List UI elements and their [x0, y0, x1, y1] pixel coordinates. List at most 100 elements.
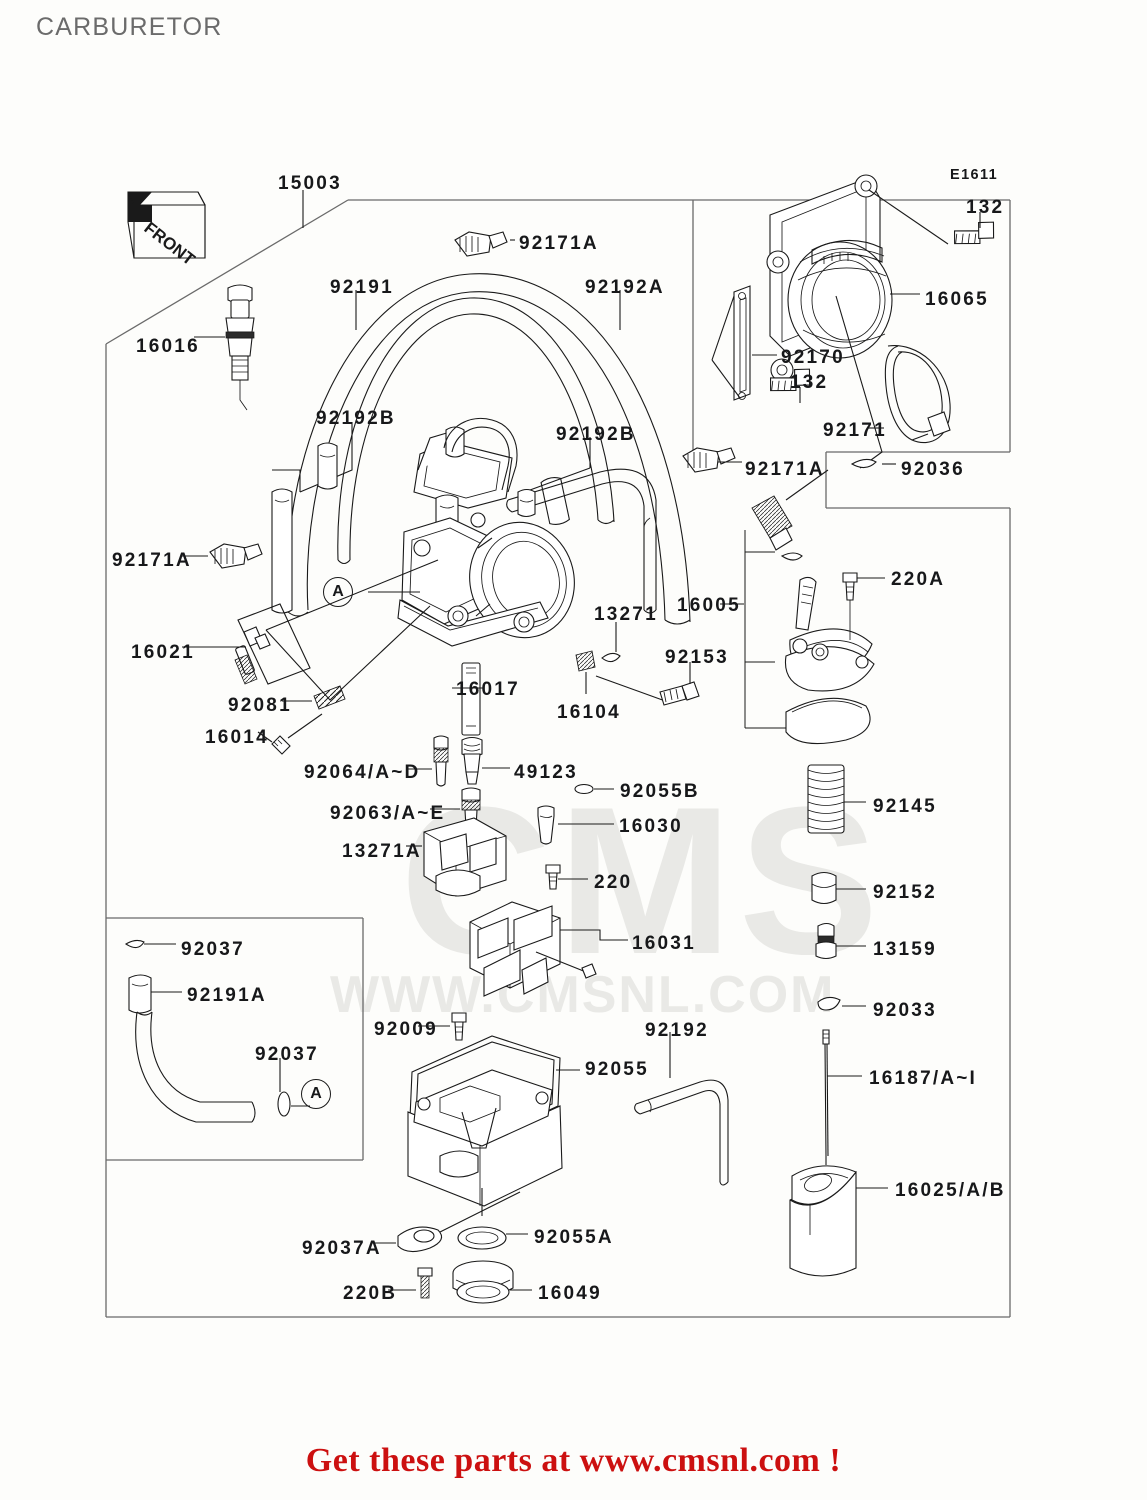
part-92081-spring	[282, 685, 346, 710]
part-16005-spring-washer	[780, 552, 803, 561]
part-16104-nut	[575, 650, 596, 694]
part-label-92037A: 92037A	[302, 1238, 382, 1259]
reference-mark-a-1: A	[323, 577, 353, 607]
part-13271-link	[595, 622, 669, 703]
part-label-16065: 16065	[925, 289, 989, 310]
part-92055A-oring	[457, 1226, 528, 1250]
float-bowl-body	[407, 1069, 563, 1216]
part-92036-clip	[850, 458, 896, 469]
part-92145-spring	[807, 764, 866, 834]
part-label-92064-A-D: 92064/A~D	[304, 762, 421, 783]
part-92192B-mid	[317, 442, 338, 490]
part-16005-screw-body	[784, 576, 875, 692]
part-label-92192: 92192	[645, 1020, 709, 1041]
part-label-16025-A-B: 16025/A/B	[895, 1180, 1006, 1201]
part-label-92055A: 92055A	[534, 1227, 614, 1248]
part-label-220A: 220A	[891, 569, 946, 590]
part-label-16005: 16005	[677, 595, 741, 616]
part-label-92037: 92037	[181, 939, 245, 960]
reference-mark-a-2-text: A	[310, 1085, 322, 1102]
part-92192B-right	[529, 437, 591, 525]
part-label-16014: 16014	[205, 727, 269, 748]
part-label-15003: 15003	[278, 173, 342, 194]
part-label-16049: 16049	[538, 1283, 602, 1304]
part-label-E1611: E1611	[950, 167, 999, 183]
part-label-92171A: 92171A	[519, 233, 599, 254]
part-label-132: 132	[966, 197, 1005, 218]
part-label-92171A: 92171A	[112, 550, 192, 571]
part-49123-emulsion-tube	[461, 736, 510, 785]
front-direction-marker: FRONT	[127, 191, 206, 270]
part-label-16187-A-I: 16187/A~I	[869, 1068, 978, 1089]
part-label-16021: 16021	[131, 642, 195, 663]
part-92055B-oring	[574, 783, 614, 795]
part-label-92170: 92170	[781, 347, 845, 368]
part-label-92037: 92037	[255, 1044, 319, 1065]
part-92033-ring	[817, 996, 866, 1011]
part-label-92009: 92009	[374, 1019, 438, 1040]
part-label-92191A: 92191A	[187, 985, 267, 1006]
part-92192-drain-hose	[634, 1032, 729, 1186]
part-label-13159: 13159	[873, 939, 937, 960]
part-16025-throttle-slide	[789, 1165, 888, 1277]
page-title: CARBURETOR	[36, 13, 223, 41]
part-label-92036: 92036	[901, 459, 965, 480]
part-label-16104: 16104	[557, 702, 621, 723]
part-92152-collar	[811, 871, 866, 905]
part-92171A-left	[180, 543, 263, 569]
footer-promo-text: Get these parts at www.cmsnl.com !	[305, 1442, 842, 1479]
part-13159-adjuster	[815, 922, 866, 960]
carb-top-bracket	[443, 418, 518, 493]
part-16016	[194, 284, 255, 411]
part-220-screw	[545, 864, 588, 890]
part-label-220B: 220B	[343, 1283, 398, 1304]
part-16017-tube	[452, 662, 484, 736]
part-16030-needle-valve	[537, 805, 614, 845]
part-label-92192B: 92192B	[316, 408, 396, 429]
hose-elbow-upper	[506, 468, 657, 614]
part-92171-clamp-band	[868, 345, 951, 444]
part-16021	[182, 603, 311, 685]
part-label-92055: 92055	[585, 1059, 649, 1080]
part-label-132: 132	[790, 372, 829, 393]
part-92171A-middle	[682, 447, 742, 473]
carburetor-body	[265, 426, 575, 701]
part-92171A-top	[454, 231, 515, 257]
part-label-49123: 49123	[514, 762, 578, 783]
part-16005-pilot-screw	[751, 469, 829, 551]
reference-mark-a-1-text: A	[332, 583, 344, 600]
reference-mark-a-2: A	[301, 1079, 331, 1109]
part-label-16017: 16017	[456, 679, 520, 700]
part-label-92192A: 92192A	[585, 277, 665, 298]
part-label-92153: 92153	[665, 647, 729, 668]
part-label-220: 220	[594, 872, 633, 893]
part-label-92171: 92171	[823, 420, 887, 441]
part-16187-jet-needle	[822, 1029, 862, 1165]
part-label-92192B: 92192B	[556, 424, 636, 445]
part-92037A-plate	[372, 1191, 521, 1253]
part-16005-gasket	[785, 697, 871, 745]
part-220B-screw	[388, 1267, 433, 1299]
part-label-16031: 16031	[632, 933, 696, 954]
part-92153-bolt	[659, 662, 700, 706]
group-16005-bracket	[720, 530, 790, 729]
part-132-mid-bolt	[769, 368, 811, 403]
part-92191A-hose	[128, 974, 256, 1123]
part-92064-needle-jet	[406, 735, 449, 787]
part-label-92171A: 92171A	[745, 459, 825, 480]
part-label-92033: 92033	[873, 1000, 937, 1021]
part-label-13271A: 13271A	[342, 841, 422, 862]
part-label-92152: 92152	[873, 882, 937, 903]
part-label-13271: 13271	[594, 604, 658, 625]
part-label-92063-A-E: 92063/A~E	[330, 803, 446, 824]
part-16049-drain-plug	[452, 1260, 532, 1304]
part-92009-screw	[418, 1012, 467, 1041]
part-92063-main-jet	[430, 787, 481, 829]
part-92192B-left	[271, 422, 353, 614]
part-label-92191: 92191	[330, 277, 394, 298]
part-16031-throttle-assembly	[469, 901, 628, 997]
svg-text:FRONT: FRONT	[141, 218, 199, 269]
part-label-92055B: 92055B	[620, 781, 700, 802]
part-label-92081: 92081	[228, 695, 292, 716]
